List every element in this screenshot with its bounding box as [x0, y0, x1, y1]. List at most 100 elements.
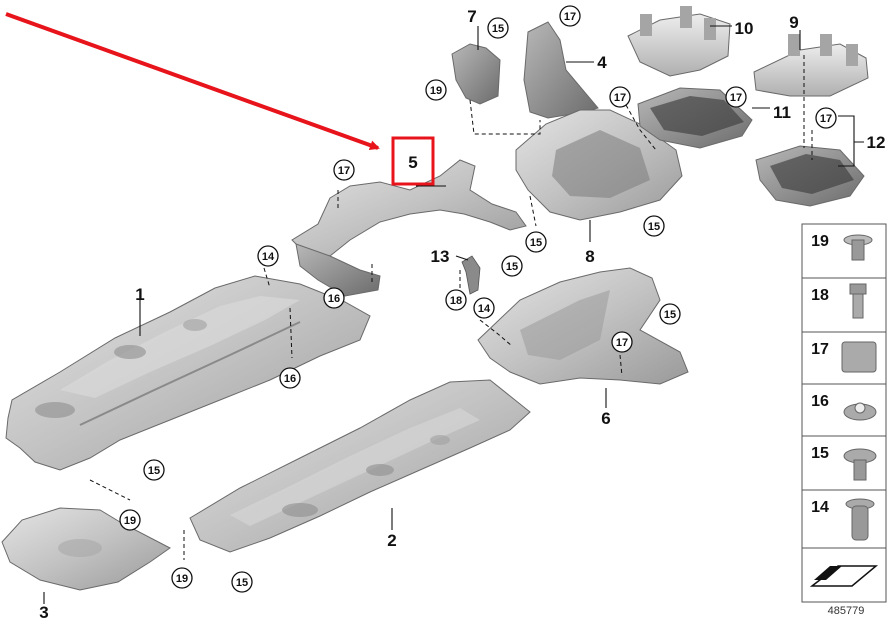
legend-number-14: 14: [811, 499, 829, 516]
part-number-5: 5: [408, 153, 417, 172]
dashed-connections: [89, 55, 813, 560]
callout-15: 15: [643, 215, 665, 237]
bracket-13: [461, 255, 481, 295]
callout-label: 19: [176, 573, 188, 585]
callout-circle: [659, 303, 681, 325]
callout-label: 14: [262, 251, 275, 263]
callout-circle: [725, 86, 747, 108]
part-number-7: 7: [467, 7, 476, 26]
callout-circle: [425, 79, 447, 101]
callout-label: 15: [506, 261, 518, 273]
callout-circle: [171, 567, 193, 589]
part-number-10: 10: [735, 19, 754, 38]
underbody-panel-8: [515, 109, 683, 221]
underbody-panel-6: [477, 267, 689, 385]
callout-label: 15: [148, 465, 160, 477]
legend-number-17: 17: [811, 341, 829, 358]
callout-circle: [611, 331, 633, 353]
callout-15: 15: [143, 459, 165, 481]
callout-circle: [119, 509, 141, 531]
callout-circle: [525, 231, 547, 253]
callout-16: 16: [279, 367, 301, 389]
screw-14-icon: [845, 498, 875, 541]
callout-label: 16: [284, 373, 296, 385]
callout-circle: [643, 215, 665, 237]
callout-circle: [445, 289, 467, 311]
callout-15: 15: [525, 231, 547, 253]
part-leaders: [43, 25, 864, 604]
callout-label: 17: [564, 11, 576, 23]
callout-label: 19: [124, 515, 136, 527]
part-number-6: 6: [601, 409, 610, 428]
underbody-panel-4: [523, 21, 599, 119]
fastener-legend: 19 18 17 16 15 14: [801, 223, 887, 603]
callout-circle: [279, 367, 301, 389]
underbody-panel-11: [637, 87, 753, 149]
callout-label: 17: [338, 165, 350, 177]
callout-circle: [559, 5, 581, 27]
clip-19-icon: [843, 234, 873, 261]
callout-17: 17: [333, 159, 355, 181]
callout-17: 17: [559, 5, 581, 27]
callout-18: 18: [445, 289, 467, 311]
part-number-2: 2: [387, 531, 396, 550]
callout-19: 19: [425, 79, 447, 101]
callout-label: 16: [328, 293, 340, 305]
underbody-panel-12: [755, 145, 865, 207]
callout-17: 17: [611, 331, 633, 353]
callout-15: 15: [487, 17, 509, 39]
part-number-1: 1: [135, 285, 144, 304]
callout-circle: [609, 86, 631, 108]
callout-circle: [501, 255, 523, 277]
callout-circle: [333, 159, 355, 181]
callout-circle: [487, 17, 509, 39]
underbody-panel-9: [753, 34, 869, 97]
underbody-panel-2: [189, 379, 531, 553]
callout-14: 14: [257, 245, 279, 267]
callout-label: 15: [664, 309, 676, 321]
underbody-panel-1: [5, 275, 371, 471]
nut-clip-17-icon: [841, 341, 877, 373]
part-number-8: 8: [585, 247, 594, 266]
callout-16: 16: [323, 287, 345, 309]
callout-15: 15: [501, 255, 523, 277]
callout-label: 17: [730, 92, 742, 104]
callout-14: 14: [473, 297, 495, 319]
callout-17: 17: [725, 86, 747, 108]
highlight-annotation: [5, 12, 435, 186]
underbody-panel-3: [1, 507, 171, 591]
callout-label: 19: [430, 85, 442, 97]
part-number-13: 13: [431, 247, 450, 266]
callout-circle: [473, 297, 495, 319]
callout-circle: [815, 107, 837, 129]
callout-label: 15: [530, 237, 542, 249]
bolt-18-icon: [849, 283, 867, 319]
legend-number-19: 19: [811, 233, 829, 250]
callout-15: 15: [659, 303, 681, 325]
callout-label: 17: [616, 337, 628, 349]
callout-circle: [143, 459, 165, 481]
callout-label: 15: [648, 221, 660, 233]
callout-15: 15: [231, 571, 253, 593]
callout-label: 17: [614, 92, 626, 104]
underbody-panel-7: [451, 43, 501, 105]
diagram-reference-number: 485779: [828, 605, 865, 617]
callout-label: 15: [236, 577, 248, 589]
callout-label: 15: [492, 23, 504, 35]
underbody-panel-10: [627, 6, 731, 77]
part-number-12: 12: [867, 133, 886, 152]
callout-label: 17: [820, 113, 832, 125]
legend-number-15: 15: [811, 445, 829, 462]
callout-label: 18: [450, 295, 462, 307]
callout-19: 19: [119, 509, 141, 531]
legend-number-18: 18: [811, 287, 829, 304]
legend-number-16: 16: [811, 393, 829, 410]
flange-nut-16-icon: [843, 402, 877, 421]
callout-17: 17: [815, 107, 837, 129]
callout-circle: [231, 571, 253, 593]
part-number-4: 4: [597, 53, 607, 72]
symbol-arrow-icon: [809, 565, 879, 587]
part-number-11: 11: [773, 103, 791, 122]
callout-circle: [257, 245, 279, 267]
callout-circle: [323, 287, 345, 309]
